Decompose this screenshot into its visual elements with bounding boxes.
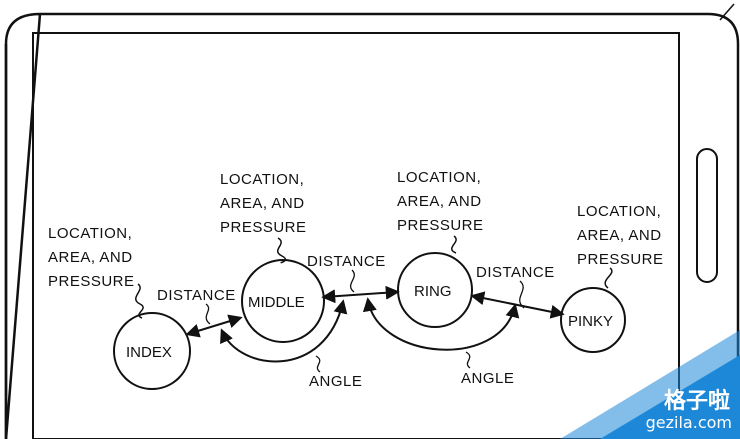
angle-label-2: ANGLE bbox=[461, 370, 514, 387]
svg-text:LOCATION,: LOCATION, bbox=[397, 169, 481, 186]
angle-leader-2 bbox=[465, 351, 471, 369]
svg-text:LOCATION,: LOCATION, bbox=[220, 171, 304, 188]
distance-arrow-index-middle bbox=[185, 314, 243, 338]
pinky-location-leader bbox=[604, 267, 613, 289]
watermark: 格子啦 gezila.com bbox=[628, 380, 740, 439]
pinky-finger-circle bbox=[560, 287, 626, 353]
angle-label-1: ANGLE bbox=[309, 373, 362, 390]
watermark-url: gezila.com bbox=[645, 413, 732, 432]
svg-text:PRESSURE: PRESSURE bbox=[48, 273, 135, 290]
index-label: INDEX bbox=[126, 344, 172, 361]
svg-text:AREA, AND: AREA, AND bbox=[577, 227, 662, 244]
angle-arc-index-ring bbox=[220, 299, 348, 363]
distance-label-index-middle: DISTANCE bbox=[157, 287, 236, 304]
angle-leader-1 bbox=[315, 355, 321, 373]
ring-location-block: LOCATION, AREA, AND PRESSURE bbox=[397, 169, 484, 234]
svg-text:AREA, AND: AREA, AND bbox=[48, 249, 133, 266]
svg-text:LOCATION,: LOCATION, bbox=[48, 225, 132, 242]
svg-text:PRESSURE: PRESSURE bbox=[397, 217, 484, 234]
distance-leader-ring-pinky bbox=[519, 280, 525, 309]
middle-label: MIDDLE bbox=[248, 294, 305, 311]
distance-leader-index-middle bbox=[205, 303, 211, 325]
watermark-triangle-solid bbox=[600, 355, 740, 439]
pinky-location-block: LOCATION, AREA, AND PRESSURE bbox=[577, 203, 664, 268]
svg-text:PRESSURE: PRESSURE bbox=[577, 251, 664, 268]
device-outer-frame bbox=[4, 12, 740, 439]
distance-arrow-middle-ring bbox=[321, 285, 400, 304]
distance-arrow-ring-pinky bbox=[470, 291, 565, 319]
watermark-title: 格子啦 bbox=[663, 389, 730, 414]
device-corner-arrow-icon bbox=[719, 3, 735, 21]
svg-text:AREA, AND: AREA, AND bbox=[220, 195, 305, 212]
index-location-leader bbox=[135, 283, 144, 319]
ring-location-leader bbox=[451, 235, 457, 254]
svg-text:PRESSURE: PRESSURE bbox=[220, 219, 307, 236]
middle-location-block: LOCATION, AREA, AND PRESSURE bbox=[220, 171, 307, 236]
device-home-button bbox=[696, 148, 718, 283]
device-screen bbox=[32, 32, 680, 439]
svg-text:AREA, AND: AREA, AND bbox=[397, 193, 482, 210]
middle-location-leader bbox=[276, 237, 287, 264]
index-finger-circle bbox=[113, 312, 191, 390]
distance-label-ring-pinky: DISTANCE bbox=[476, 264, 555, 281]
pinky-label: PINKY bbox=[568, 313, 613, 330]
angle-arc-middle-pinky bbox=[362, 297, 520, 351]
distance-leader-middle-ring bbox=[349, 269, 355, 293]
index-location-block: LOCATION, AREA, AND PRESSURE bbox=[48, 225, 135, 290]
svg-text:LOCATION,: LOCATION, bbox=[577, 203, 661, 220]
ring-label: RING bbox=[414, 283, 452, 300]
distance-label-middle-ring: DISTANCE bbox=[307, 253, 386, 270]
